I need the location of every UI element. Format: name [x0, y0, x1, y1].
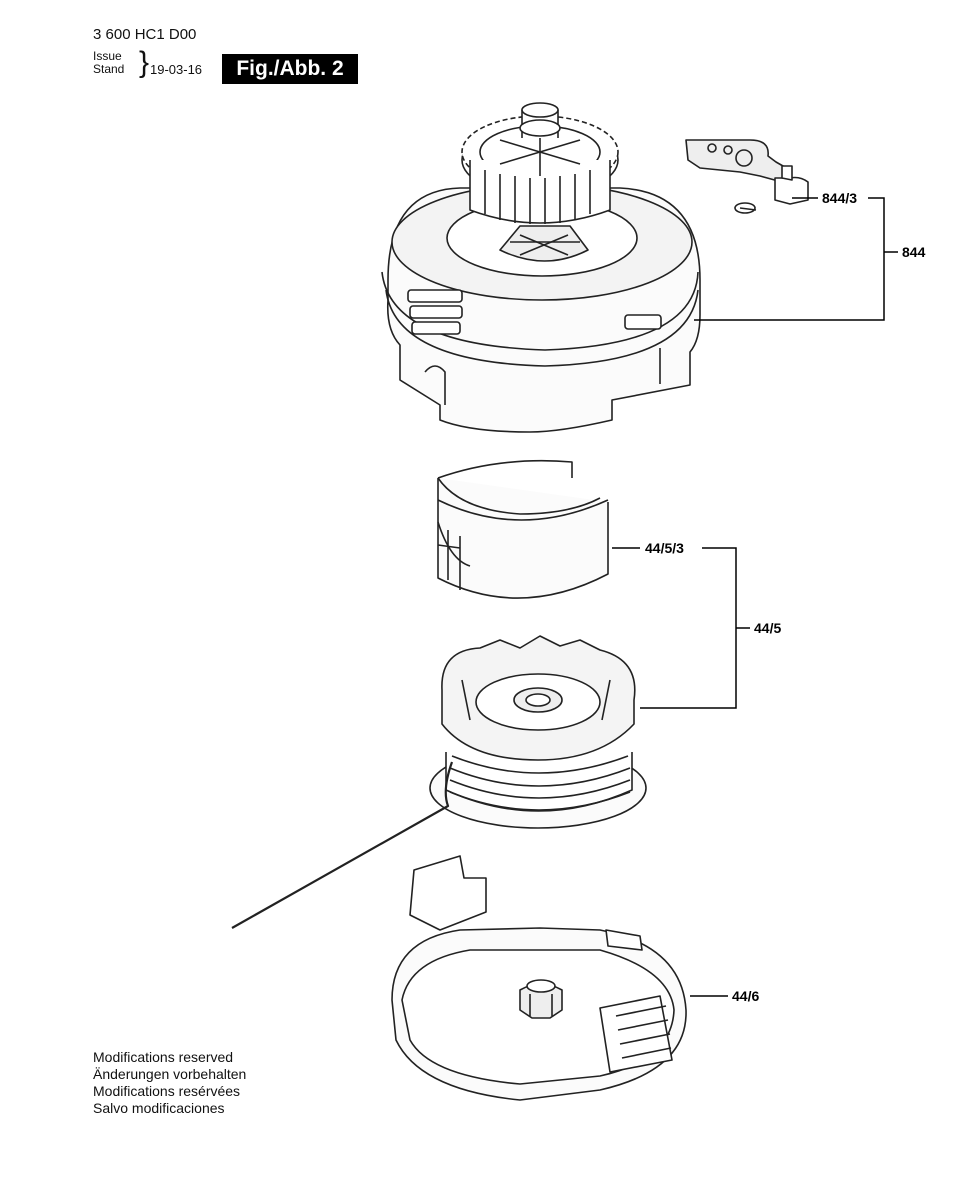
issue-label: Issue [93, 49, 122, 63]
lever-part [685, 139, 809, 205]
upper-housing-part [381, 102, 701, 433]
spool-part [429, 635, 647, 829]
note-french: Modifications resérvées [93, 1083, 241, 1099]
modification-notes: Modifications reserved Änderungen vorbeh… [93, 1049, 246, 1117]
callout-44-6: 44/6 [732, 988, 759, 1004]
clip-part [734, 202, 757, 214]
trimmer-line [231, 761, 454, 929]
callout-844: 844 [902, 244, 926, 260]
callout-44-5: 44/5 [754, 620, 781, 636]
bottom-cap-part [391, 855, 687, 1101]
callout-844-3: 844/3 [822, 190, 857, 206]
note-german: Änderungen vorbehalten [93, 1066, 247, 1082]
figure-badge: Fig./Abb. 2 [222, 54, 358, 84]
note-english: Modifications reserved [93, 1049, 234, 1065]
leader-844-bracket [694, 197, 898, 321]
note-spanish: Salvo modificaciones [93, 1100, 225, 1116]
ring-cover-part [437, 459, 609, 599]
stand-label: Stand [93, 62, 125, 76]
brace-symbol: } [139, 46, 150, 79]
callout-44-5-3: 44/5/3 [645, 540, 684, 556]
issue-stand-label: Issue Stand } [93, 48, 149, 78]
issue-date: 19-03-16 [150, 62, 203, 77]
document-number: 3 600 HC1 D00 [93, 26, 197, 43]
leader-44-5-bracket [640, 547, 750, 709]
